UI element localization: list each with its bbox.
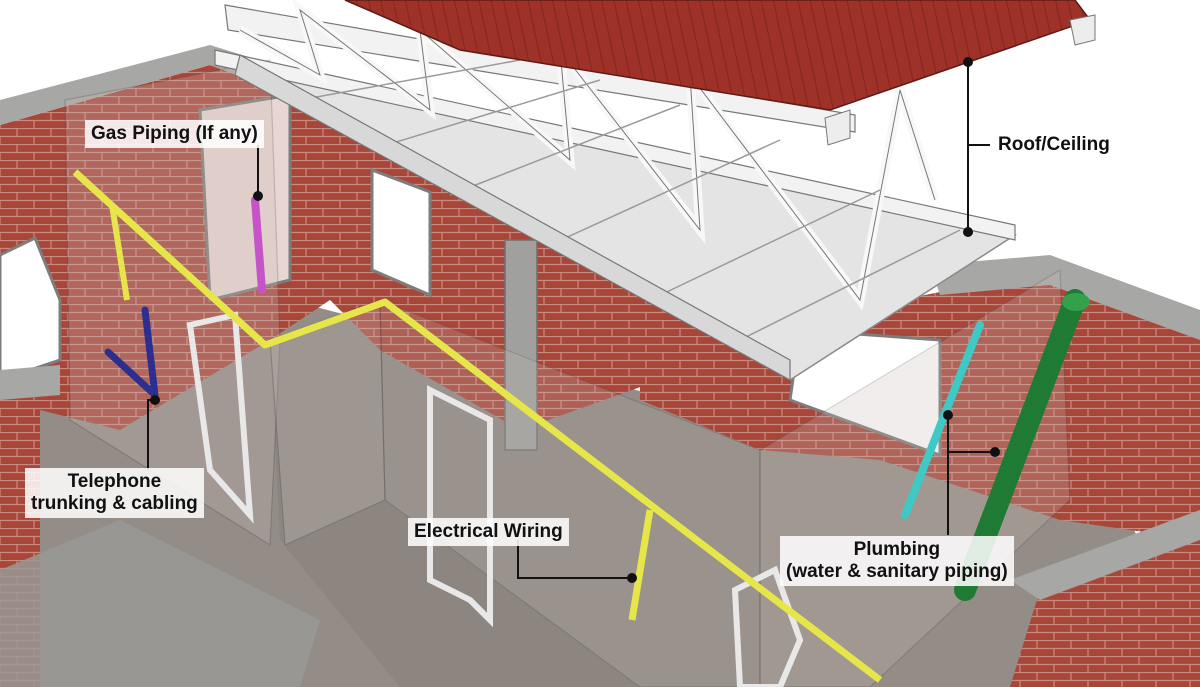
door-frame-3 <box>731 565 804 687</box>
gas-pipe <box>251 196 266 294</box>
label-telephone-line2: trunking & cabling <box>31 493 198 514</box>
leader-dot-water <box>943 410 953 420</box>
leader-dot-sanitary <box>990 447 1000 457</box>
label-plumbing-line1: Plumbing <box>853 539 941 560</box>
leader-dot-telephone <box>150 395 160 405</box>
leader-dot-roof-bottom <box>963 227 973 237</box>
leader-electrical <box>517 540 632 579</box>
rafter-front <box>234 54 791 382</box>
door-frame-1 <box>186 311 254 524</box>
column-center <box>504 239 538 451</box>
label-plumbing-line2: (water & sanitary piping) <box>786 561 1008 582</box>
brick-wall-front-right <box>1010 530 1200 687</box>
wall-cap-right <box>930 255 1200 340</box>
electrical-drop-center <box>628 509 654 621</box>
label-telephone: Telephone trunking & cabling <box>25 468 204 518</box>
label-roof-ceiling: Roof/Ceiling <box>992 131 1116 159</box>
wall-front-bottom <box>0 520 320 687</box>
partition-wall-3 <box>379 299 761 687</box>
label-gas-piping: Gas Piping (If any) <box>85 120 264 148</box>
roof-sheet <box>344 0 1092 111</box>
leader-dots <box>150 57 1000 583</box>
roof-purlin-end-2 <box>824 109 851 146</box>
label-gas-piping-text: Gas Piping (If any) <box>91 123 258 144</box>
wall-cap-front-left <box>0 365 60 400</box>
wall-cap-front-right <box>1010 510 1200 600</box>
leader-dot-roof-top <box>963 57 973 67</box>
window-left <box>0 235 62 382</box>
label-plumbing: Plumbing (water & sanitary piping) <box>780 536 1014 586</box>
leader-dot-electrical <box>627 573 637 583</box>
sanitary-pipe-top <box>1062 293 1090 311</box>
window-center <box>370 167 432 298</box>
label-roof-ceiling-text: Roof/Ceiling <box>998 134 1110 155</box>
water-pipe <box>901 321 984 519</box>
electrical-wiring <box>72 169 883 683</box>
label-electrical-wiring-text: Electrical Wiring <box>414 521 563 542</box>
leader-dot-gas <box>253 191 263 201</box>
electrical-drop-left <box>109 204 130 301</box>
label-telephone-line1: Telephone <box>67 471 162 492</box>
label-electrical-wiring: Electrical Wiring <box>408 518 569 546</box>
door-frame-2 <box>427 385 493 628</box>
truss-web-outline <box>239 8 936 302</box>
ceiling-panel-joints <box>299 59 961 341</box>
roof-purlin-end <box>1069 14 1096 46</box>
